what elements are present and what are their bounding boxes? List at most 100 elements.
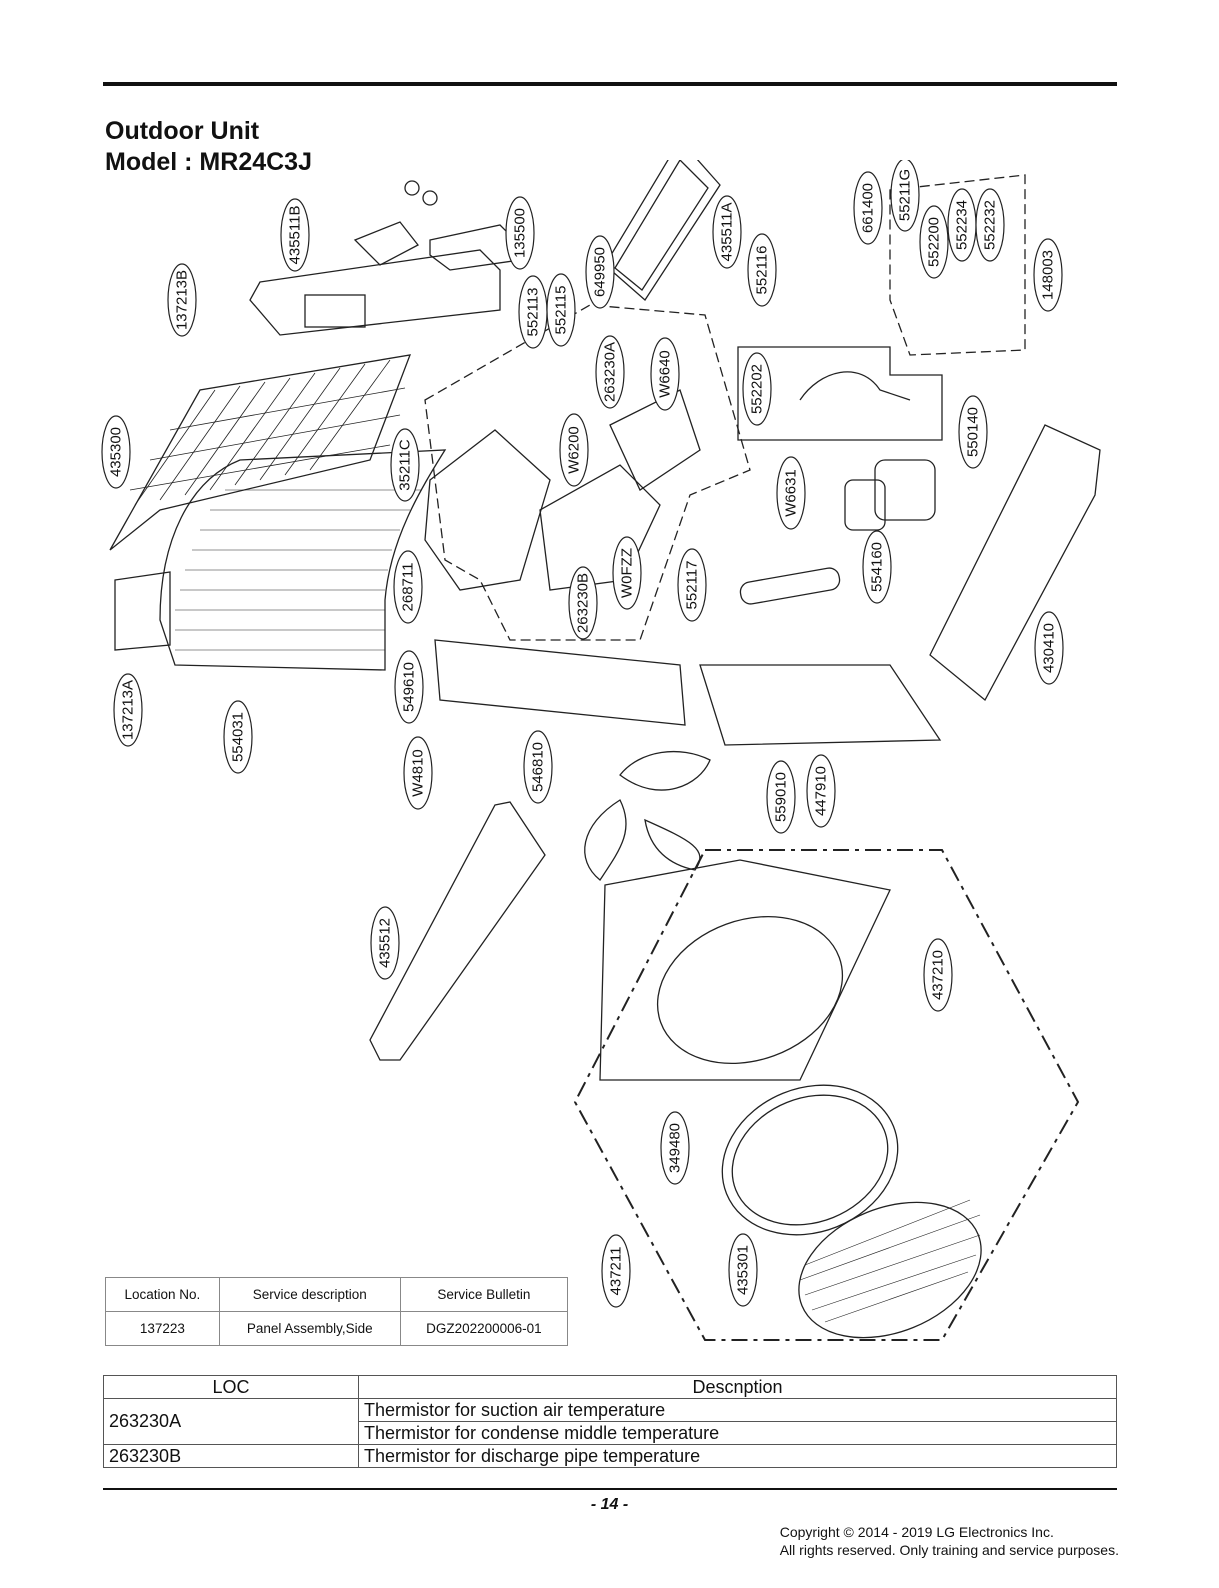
table-row: 263230B Thermistor for discharge pipe te… (103, 1444, 1117, 1468)
part-label-137213a: 137213A (120, 680, 137, 740)
title-line-1: Outdoor Unit (105, 117, 260, 145)
cell-loc: 263230B (103, 1444, 359, 1468)
part-label-135500: 135500 (512, 208, 529, 258)
part-label-137213b: 137213B (174, 270, 191, 330)
control-box-shape (424, 429, 551, 591)
base-pan-shape (929, 424, 1101, 702)
part-label-w6640: W6640 (657, 350, 674, 398)
fan-blade-shape (644, 818, 701, 871)
part-label-263230b: 263230B (575, 573, 592, 633)
bell-mouth-inner (731, 1094, 889, 1226)
part-label-55211g: 55211G (897, 169, 914, 221)
part-label-437210: 437210 (930, 950, 947, 1000)
compressor-shape (874, 459, 936, 521)
cell-description: Thermistor for discharge pipe temperatur… (358, 1444, 1117, 1468)
part-label-148003: 148003 (1040, 250, 1057, 300)
part-label-430410: 430410 (1041, 623, 1058, 673)
header-service-bulletin: Service Bulletin (399, 1277, 569, 1312)
part-label-437211: 437211 (608, 1247, 625, 1296)
handle-shape (353, 221, 419, 266)
part-label-435512: 435512 (377, 918, 394, 968)
top-cover-shape (699, 664, 942, 746)
cell-loc: 263230A (103, 1398, 359, 1445)
reversing-valve-box (889, 174, 1026, 356)
part-label-546810: 546810 (530, 742, 547, 792)
cell-service-bulletin: DGZ202200006-01 (399, 1311, 569, 1346)
motor-mount-shape (434, 639, 686, 726)
side-panel-inner (614, 160, 709, 291)
part-label-554160: 554160 (869, 542, 886, 592)
top-rule (103, 82, 1117, 86)
part-label-w4810: W4810 (410, 749, 427, 797)
front-panel-opening (656, 915, 844, 1065)
accumulator-shape (844, 479, 886, 531)
cap-shape (422, 190, 438, 206)
part-label-349480: 349480 (667, 1123, 684, 1173)
header-service-description: Service description (218, 1277, 401, 1312)
cell-service-description: Panel Assembly,Side (218, 1311, 401, 1346)
bell-mouth-shape (721, 1084, 899, 1236)
part-label-559010: 559010 (773, 772, 790, 822)
table-row: 263230A Thermistor for suction air tempe… (103, 1398, 1117, 1445)
part-label-w0fzz: W0FZZ (619, 548, 636, 598)
part-label-549610: 549610 (401, 662, 418, 712)
valve-assembly-box (737, 346, 943, 441)
rear-grille-shape (109, 354, 412, 551)
table-row: Thermistor for condense middle temperatu… (104, 1421, 1117, 1445)
loc-description-table: LOC Descnption 263230A Thermistor for su… (103, 1375, 1117, 1468)
header-location-no: Location No. (105, 1277, 220, 1312)
part-label-447910: 447910 (813, 766, 830, 816)
cell-description: Thermistor for condense middle temperatu… (358, 1421, 1117, 1445)
part-label-661400: 661400 (860, 183, 877, 233)
side-panel-shape (604, 160, 721, 301)
part-label-552115: 552115 (553, 286, 570, 335)
copyright-line-1: Copyright © 2014 - 2019 LG Electronics I… (779, 1524, 1054, 1540)
front-panel-assembly-outline (573, 849, 1080, 1341)
side-panel-left-shape (114, 571, 171, 651)
fan-guard-shape (798, 1201, 982, 1339)
part-label-554031: 554031 (230, 712, 247, 762)
top-panel-shape (249, 249, 501, 336)
part-label-w6200: W6200 (566, 426, 583, 474)
part-label-550140: 550140 (965, 407, 982, 457)
part-label-552232: 552232 (982, 200, 999, 250)
pcb-shape (609, 389, 701, 491)
table-row: 137223 Panel Assembly,Side DGZ202200006-… (105, 1311, 569, 1346)
condenser-coil-shape (159, 449, 447, 671)
table-header-row: Location No. Service description Service… (105, 1277, 569, 1312)
receiver-shape (739, 567, 841, 605)
top-panel-window (304, 294, 366, 328)
table-header-row: LOC Descnption (103, 1375, 1117, 1399)
part-label-435511b: 435511B (287, 206, 304, 265)
service-bulletin-table: Location No. Service description Service… (105, 1277, 569, 1346)
page-title: Outdoor Unit Model : MR24C3J (105, 116, 312, 178)
copyright-line-2: All rights reserved. Only training and s… (779, 1542, 1119, 1558)
part-label-268711: 268711 (400, 563, 417, 612)
page-number: - 14 - (590, 1496, 629, 1513)
part-label-552202: 552202 (749, 364, 766, 414)
fan-blade-shape (584, 799, 627, 881)
part-label-435301: 435301 (735, 1245, 752, 1295)
part-label-552117: 552117 (684, 561, 701, 610)
cell-location-no: 137223 (105, 1311, 220, 1346)
control-box-outline (424, 304, 751, 641)
copyright: Copyright © 2014 - 2019 LG Electronics I… (780, 1523, 1119, 1559)
part-label-435300: 435300 (108, 427, 125, 477)
part-label-435511a: 435511A (719, 203, 736, 262)
cap-shape (404, 180, 420, 196)
front-side-panel-shape (369, 801, 546, 1061)
exploded-view-diagram: 55211G 661400 552200 552234 552232 148003 4355… (101, 160, 1101, 1341)
part-label-552234: 552234 (954, 200, 971, 250)
part-label-649950: 649950 (592, 247, 609, 297)
part-label-263230a: 263230A (602, 342, 619, 402)
part-label-w6631: W6631 (783, 469, 800, 517)
control-box-cover-shape (539, 464, 661, 591)
part-label-552116: 552116 (754, 246, 771, 295)
header-description: Descnption (358, 1375, 1117, 1399)
cell-description: Thermistor for suction air temperature (358, 1398, 1117, 1422)
part-label-35211c: 35211C (397, 439, 414, 491)
fan-blade-shape (619, 750, 711, 791)
part-label-552200: 552200 (926, 217, 943, 267)
part-label-552113: 552113 (525, 288, 542, 337)
valve-pipe-shape (799, 371, 911, 401)
